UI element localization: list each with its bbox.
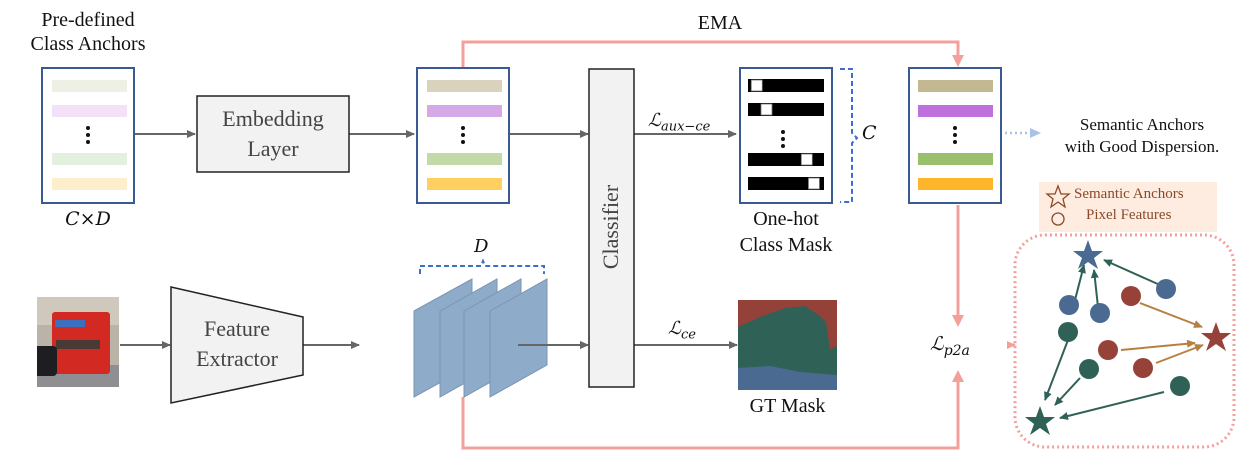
anchor-vector-bar xyxy=(427,178,502,190)
one-hot-active-cell xyxy=(800,153,813,166)
feature-extractor-block xyxy=(170,286,304,404)
legend-circle-icon xyxy=(1051,212,1065,226)
anchor-vector-bar xyxy=(52,105,127,117)
caption-line1: Semantic Anchors xyxy=(1079,115,1205,134)
loss-symbol: ℒ xyxy=(648,110,661,131)
anchor-vector-bar xyxy=(52,80,127,92)
ema-label: EMA xyxy=(697,12,743,34)
p2a-feature-path xyxy=(461,370,964,450)
caption-line2: with Good Dispersion. xyxy=(1064,137,1220,156)
one-hot-mask-box xyxy=(739,67,833,204)
pixel-feature-green xyxy=(1170,376,1190,396)
loss-symbol: ℒ xyxy=(930,333,944,355)
one-hot-line2: Class Mask xyxy=(739,234,833,256)
feature-space-panel xyxy=(1013,233,1236,449)
loss-subscript: aux−ce xyxy=(660,119,711,135)
pixel-feature-blue xyxy=(1090,303,1110,323)
one-hot-active-cell xyxy=(808,177,820,190)
extractor-line2: Extractor xyxy=(196,346,278,371)
d-label: D xyxy=(474,236,489,257)
embedding-line2: Layer xyxy=(247,136,299,161)
anchor-vector-bar xyxy=(427,105,502,117)
c-dimension-brace xyxy=(840,68,859,203)
gt-mask-image xyxy=(738,300,837,390)
predefined-anchors-title: Pre-defined Class Anchors xyxy=(30,9,146,55)
pixel-feature-blue xyxy=(1156,279,1176,299)
anchor-vector-bar xyxy=(918,80,993,92)
anchor-vector-bar xyxy=(918,153,993,165)
pixel-feature-green xyxy=(1079,359,1099,379)
ema-path xyxy=(461,40,964,68)
input-image xyxy=(37,297,119,387)
anchor-vector-bar xyxy=(427,153,502,165)
one-hot-row xyxy=(748,103,824,116)
legend-star-icon xyxy=(1045,184,1071,209)
cxd-label: C×D xyxy=(65,208,111,230)
pixel-feature-red xyxy=(1098,340,1118,360)
one-hot-active-cell xyxy=(760,103,773,116)
semantic-anchor-star-blue xyxy=(1073,240,1103,269)
embedding-line1: Embedding xyxy=(222,106,324,131)
one-hot-row xyxy=(748,177,824,190)
pixel-feature-green xyxy=(1058,322,1078,342)
loss-aux-ce-label: ℒaux−ce xyxy=(648,110,710,135)
one-hot-line1: One-hot xyxy=(753,208,819,230)
semantic-anchors-caption: Semantic Anchors with Good Dispersion. xyxy=(1030,114,1254,158)
loss-symbol: ℒ xyxy=(668,318,681,339)
semantic-anchors-box xyxy=(908,67,1002,204)
anchor-vector-bar xyxy=(52,178,127,190)
extractor-line1: Feature xyxy=(204,316,270,341)
feature-maps xyxy=(413,278,548,398)
pixel-feature-red xyxy=(1121,286,1141,306)
anchor-vector-bar xyxy=(918,178,993,190)
legend xyxy=(1039,182,1217,232)
anchor-vector-bar xyxy=(52,153,127,165)
anchor-vector-bar xyxy=(427,80,502,92)
feature-extractor-label: Feature Extractor xyxy=(171,314,303,374)
classifier-label: Classifier xyxy=(598,184,623,270)
predefined-anchors-box xyxy=(41,67,135,204)
d-dimension-brace xyxy=(419,258,545,274)
classifier-block xyxy=(588,68,635,388)
semantic-anchor-star-green xyxy=(1025,406,1055,435)
one-hot-active-cell xyxy=(750,79,763,92)
loss-ce-label: ℒce xyxy=(668,318,696,343)
embedding-layer-block xyxy=(196,95,350,173)
legend-circle-text: Pixel Features xyxy=(1086,207,1172,223)
learned-anchors-box xyxy=(416,67,510,204)
c-label: C xyxy=(862,122,877,144)
legend-star-text: Semantic Anchors xyxy=(1074,186,1184,202)
one-hot-mask-label: One-hot Class Mask xyxy=(730,206,842,258)
one-hot-row xyxy=(748,79,824,92)
gt-mask-label: GT Mask xyxy=(749,395,826,417)
anchor-vector-bar xyxy=(918,105,993,117)
loss-subscript: p2a xyxy=(943,342,970,359)
embedding-layer-label: Embedding Layer xyxy=(197,104,349,164)
loss-p2a-label: ℒp2a xyxy=(930,333,970,359)
semantic-anchor-star-red xyxy=(1201,322,1231,351)
loss-subscript: ce xyxy=(680,327,696,343)
pixel-feature-blue xyxy=(1059,295,1079,315)
pixel-feature-red xyxy=(1133,358,1153,378)
